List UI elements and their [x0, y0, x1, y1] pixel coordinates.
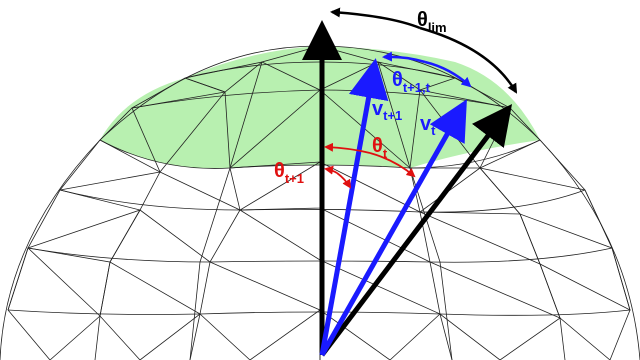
vector-v-t-plus-1	[319, 58, 389, 356]
theta-t1-t-arc	[424, 60, 472, 88]
theta-t-arc	[369, 152, 416, 178]
theta-t1-arc	[336, 172, 352, 189]
theta-t-plus-1-label: θt+1	[274, 160, 304, 186]
vector-v-t	[319, 99, 467, 357]
v-t-label: vt	[420, 113, 436, 138]
theta-lim-arc	[419, 26, 518, 94]
limit-vector	[320, 104, 513, 357]
theta-t-label: θt	[372, 135, 388, 161]
theta-lim-label: θlim	[417, 9, 447, 35]
theta-t1-t-label: θt+1,t	[392, 69, 431, 95]
v-t-plus-1-label: vt+1	[372, 98, 402, 123]
